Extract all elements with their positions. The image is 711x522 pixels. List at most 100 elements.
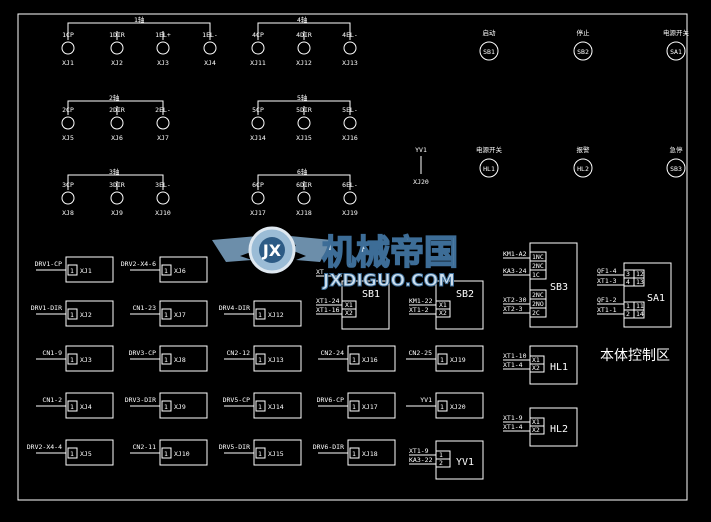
svg-text:14: 14 [636,310,644,318]
svg-text:XT: XT [316,268,324,276]
wire-label: CN2-12 [227,349,251,357]
terminal-circle-icon [251,191,265,205]
terminal-block-id: XJ14 [268,403,284,411]
hl1-label: HL1 [550,362,568,373]
svg-text:12: 12 [636,270,644,278]
drawing-border [17,13,688,501]
terminal-signal-label: 3DIR [109,181,125,189]
component-hl2: X1 X2 HL2 XT1-9 XT1-4 [503,407,578,447]
terminal-id: XJ2 [111,59,123,67]
terminal-id: XJ14 [250,134,266,142]
svg-text:1: 1 [439,451,443,459]
terminal-signal-label: 2DIR [109,106,125,114]
wire-label: DRV6-DIR [313,443,344,451]
svg-text:X2: X2 [345,309,353,317]
terminal-pin: 1 [164,356,168,364]
device-caption: 报警 [577,145,591,154]
svg-text:QF1-2: QF1-2 [597,296,617,304]
component-sb1: X1 X2 SB1 XT1-24 XT1-16 [316,280,390,330]
sa1-label: SA1 [647,293,665,304]
terminal-pin: 1 [70,311,74,319]
device-circle-icon [573,41,593,61]
terminal-block-id: XJ16 [362,356,378,364]
terminal-circle-icon [156,41,170,55]
svg-text:2: 2 [626,310,630,318]
device-id: SA1 [670,48,682,56]
svg-text:2NC: 2NC [532,262,544,270]
device-id: HL2 [577,165,589,173]
component-hl1: X1 X2 HL1 XT1-10 XT1-4 [503,345,578,385]
terminal-id: XJ12 [296,59,312,67]
terminal-signal-label: 1EL+ [155,31,171,39]
terminal-circle-icon [156,191,170,205]
terminal-block-id: XJ4 [80,403,92,411]
terminal-block-id: XJ1 [80,267,92,275]
terminal-pin: 1 [440,403,444,411]
svg-text:X1: X1 [532,356,540,364]
terminal-block-id: XJ2 [80,311,92,319]
wire-label: DRV2-X4-4 [27,443,62,451]
device-caption: 急停 [670,145,684,154]
wire-label: DRV4-DIR [219,304,250,312]
terminal-pin: 1 [352,450,356,458]
terminal-block-id: XJ17 [362,403,378,411]
wire-label: DRV5-CP [223,396,250,404]
terminal-block-id: XJ18 [362,450,378,458]
device-caption: 启动 [483,28,497,37]
terminal-pin: 1 [258,356,262,364]
terminal-circle-icon [343,116,357,130]
terminal-signal-label: 5CP [252,106,264,114]
terminal-circle-icon [251,41,265,55]
wire-label: CN2-25 [409,349,433,357]
watermark-en: JXDIGUO.COM [322,271,455,291]
svg-text:X2: X2 [439,309,447,317]
svg-text:XT1-3: XT1-3 [597,277,617,285]
wire-label: CN1-2 [42,396,62,404]
axis-group-title: 2轴 [109,93,120,102]
terminal-circle-icon [156,116,170,130]
terminal-pin: 1 [164,450,168,458]
terminal-pin: 1 [352,403,356,411]
terminal-circle-icon [110,116,124,130]
watermark: JX 机械帝国 JXDIGUO.COM [212,226,459,292]
terminal-block-id: XJ12 [268,311,284,319]
terminal-id: XJ18 [296,209,312,217]
terminal-id: XJ19 [342,209,358,217]
terminal-block-id: XJ3 [80,356,92,364]
axis-group-1: 1轴 [67,15,211,31]
terminal-id: XJ6 [111,134,123,142]
wire-label: DRV3-DIR [125,396,156,404]
wing-right-icon [286,236,332,262]
terminal-pin: 1 [70,356,74,364]
svg-text:XT1-4: XT1-4 [503,361,523,369]
terminal-block-id: XJ6 [174,267,186,275]
svg-text:XT1-2: XT1-2 [409,306,429,314]
axis-group-6: 6轴 [257,167,351,183]
terminal-circle-icon [343,41,357,55]
svg-text:X1: X1 [532,418,540,426]
component-sb3: 1NC 2NC 1C 2NC 2NO 2C SB3 KM1-A2 KA3-24 … [503,242,578,328]
terminal-block-id: XJ8 [174,356,186,364]
component-xt1-partial: XT [316,268,342,277]
axis-group-title: 5轴 [297,93,308,102]
svg-text:KA3-24: KA3-24 [503,267,527,275]
terminal-block: 1 XJ3 CN1-9 [36,345,114,372]
wire-label: DRV5-DIR [219,443,250,451]
terminal-circle-icon [297,41,311,55]
device-id: SB1 [483,48,495,56]
wire-label: CN1-9 [42,349,62,357]
axis-terminal: 5EL-XJ16 [342,106,358,142]
svg-text:XT1-9: XT1-9 [409,447,429,455]
axis-terminal: 1EL+XJ3 [155,31,171,67]
